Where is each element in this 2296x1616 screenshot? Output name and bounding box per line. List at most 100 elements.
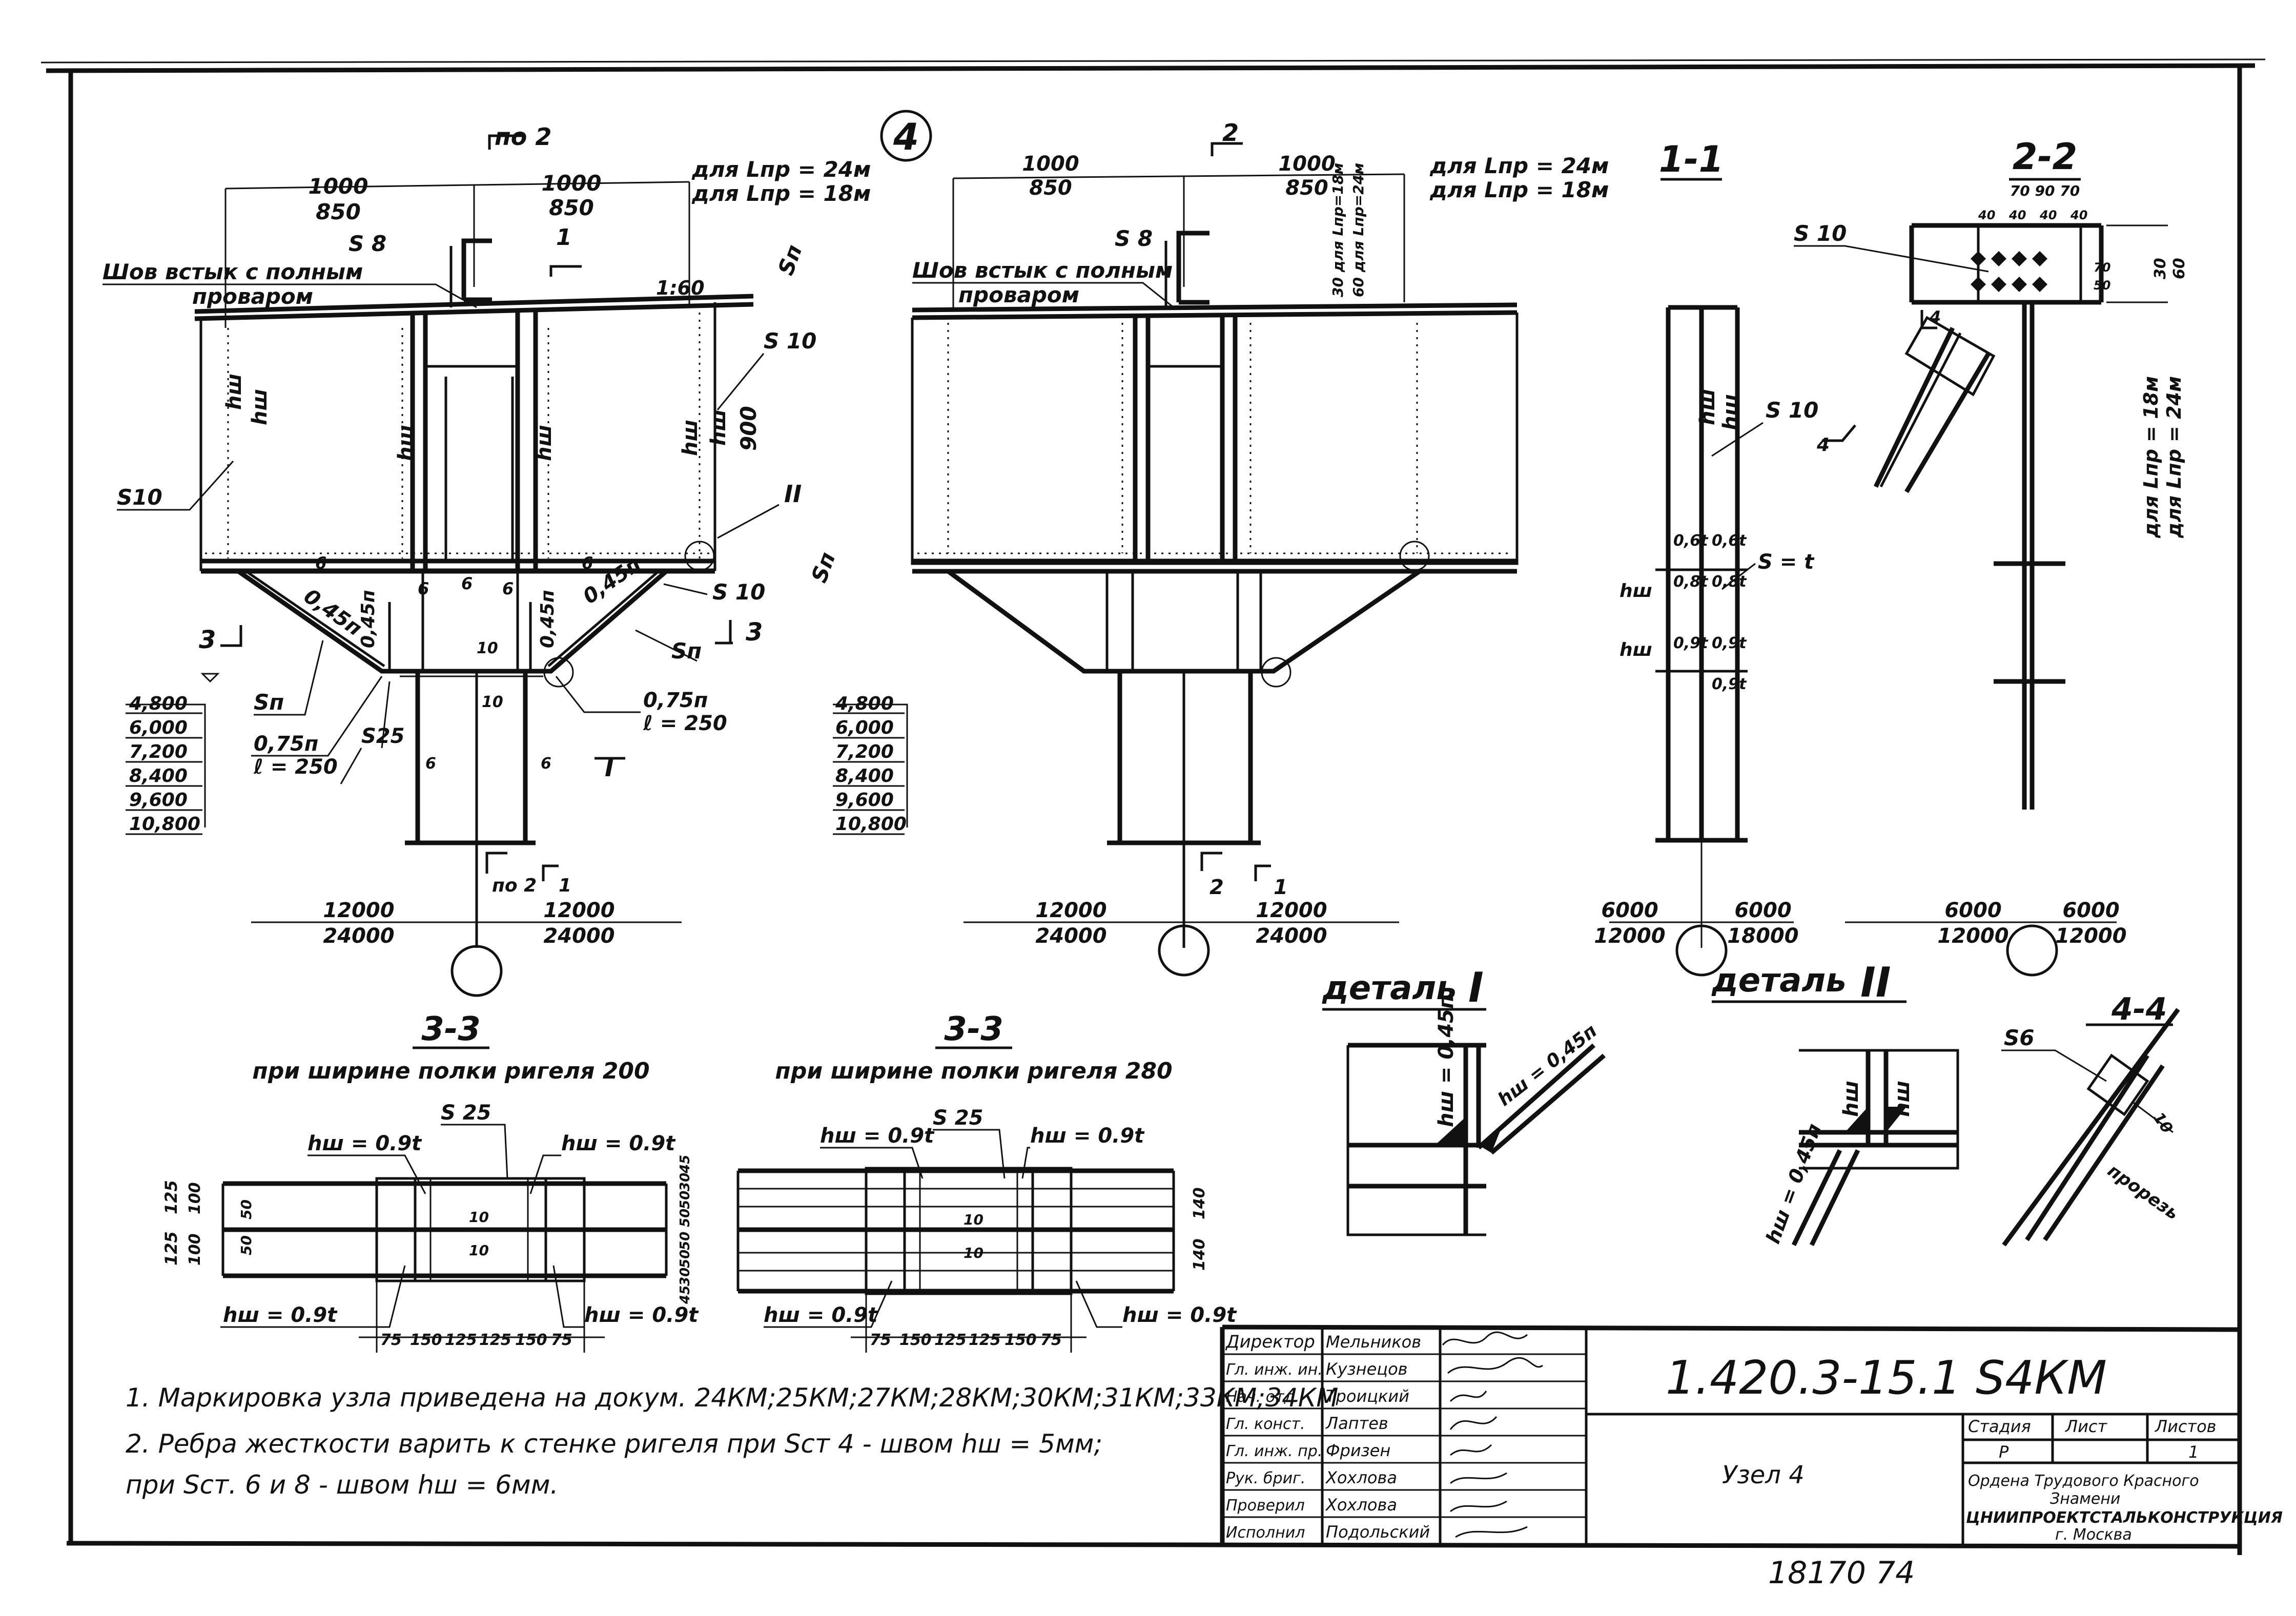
level2-5: 9,600: [835, 790, 894, 811]
sec33b-ldim-6: 50: [678, 1250, 693, 1268]
role-2: Гл. инж. ин.: [1226, 1361, 1323, 1379]
sec33a-ldim-1: 125: [161, 1180, 181, 1214]
col-sheet: Лист: [2065, 1417, 2107, 1436]
sec33a-ldim-3: 100: [186, 1182, 204, 1214]
dim-top-right-1: 1000: [542, 171, 602, 196]
sheets-value: 1: [2188, 1442, 2199, 1462]
sec33a-ten-2: 10: [469, 1242, 489, 1259]
col-sheets: Листов: [2155, 1417, 2217, 1436]
sec33a-hw-bl: hш = 0.9t: [223, 1303, 338, 1327]
sec33b-bdim-2: 150: [899, 1331, 932, 1349]
six-label-2: 6: [418, 579, 429, 598]
small-dim-3: 40: [2039, 208, 2057, 222]
sec33a-ldim-4: 100: [186, 1233, 204, 1266]
cut-4-label-11: 4: [1816, 434, 1830, 455]
sec33b-hw-bl: hш = 0.9t: [764, 1303, 878, 1327]
dim2-top-right-2: 850: [1285, 176, 1328, 200]
bot22-dim-left-1: 6000: [1944, 899, 2001, 922]
signatures: [1442, 1331, 1543, 1538]
bot-dim-right-2: 24000: [543, 924, 614, 948]
bottom2-cut-label: 2: [1210, 876, 1224, 899]
d70-label: 70: [2094, 260, 2110, 275]
sec33b-ldim-5: 50: [678, 1232, 693, 1250]
level-5: 9,600: [129, 790, 188, 811]
name-8: Подольский: [1326, 1522, 1430, 1542]
detail-2: деталь II hш hш hш = 0,45п: [1711, 959, 1959, 1247]
bolt-grid: [1971, 251, 2047, 292]
q08-2: 0,8t: [1712, 573, 1747, 591]
sp-label-right: Sп: [806, 549, 840, 586]
detail-1-num: I: [1468, 964, 1484, 1011]
dim-top-left-1: 1000: [309, 174, 368, 199]
section-3-3-a: 3-3 при ширине полки ригеля 200 S 25 hш …: [161, 1010, 699, 1353]
bottom-cut-label: по 2: [492, 875, 537, 896]
detail-1-hw1: hш = 0,45п: [1434, 995, 1458, 1127]
sec33a-bdim-1: 75: [380, 1331, 402, 1349]
sp-haunch-left: Sп: [254, 690, 284, 715]
note-2: 2. Ребра жесткости варить к стенке ригел…: [126, 1429, 1102, 1459]
sec33b-bdim-1: 75: [870, 1331, 891, 1349]
dims-2-2-top: 70 90 70: [2010, 182, 2080, 199]
sec33b-ldim-3: 50: [678, 1191, 693, 1209]
q09-2: 0,9t: [1712, 634, 1747, 652]
sec33b-hw-br: hш = 0.9t: [1122, 1303, 1237, 1327]
stage-value: Р: [1999, 1442, 2009, 1462]
hw-label-1: hш: [222, 374, 246, 410]
level-4: 8,400: [129, 765, 188, 786]
l250-right: ℓ = 250: [643, 712, 727, 735]
seam-note-1: Шов встык с полным: [102, 259, 363, 284]
bottom2-cut-1-label: 1: [1274, 876, 1288, 899]
q06-2: 0,6t: [1712, 532, 1747, 550]
bot11-dim-right-1: 6000: [1734, 899, 1791, 922]
cut-3-left: 3: [199, 626, 216, 654]
hw11-1: hш: [1696, 389, 1719, 425]
slot-label: прорезь: [2104, 1161, 2183, 1224]
level-6: 10,800: [129, 814, 200, 835]
role-3: Нач. отд.: [1226, 1388, 1300, 1406]
dim-top-left-2: 850: [316, 199, 361, 224]
six-label-7: 6: [541, 755, 551, 773]
role-4: Гл. конст.: [1226, 1415, 1305, 1433]
level2-4: 8,400: [835, 765, 894, 786]
sec33b-ldim-2: 30: [678, 1173, 693, 1191]
level2-3: 7,200: [835, 741, 894, 762]
sp-label-top: Sп: [773, 241, 807, 278]
bot11-dim-right-2: 18000: [1727, 924, 1798, 948]
q06-1: 0,6t: [1673, 532, 1709, 550]
bottom-cut-1-label: 1: [559, 875, 571, 896]
small-dim-2: 40: [2008, 208, 2026, 222]
hw-label-5: hш: [679, 420, 702, 456]
level2-6: 10,800: [835, 814, 907, 835]
side-note-2: для Lпр = 24м: [2163, 376, 2185, 538]
section-4-4-title: 4-4: [2111, 991, 2167, 1027]
title-block: Директор Гл. инж. ин. Нач. отд. Гл. конс…: [1220, 1324, 2283, 1545]
s10-haunch: S 10: [712, 579, 765, 605]
d10-label: 10: [2149, 1109, 2176, 1137]
bot2-dim-right-2: 24000: [1256, 924, 1327, 948]
s6-label: S6: [2004, 1025, 2034, 1050]
range2-note-2: для Lпр = 18м: [1429, 177, 1609, 202]
level2-2: 6,000: [835, 717, 894, 738]
six-label-6: 6: [425, 755, 436, 773]
note-3: при Sст. 6 и 8 - швом hш = 6мм.: [126, 1470, 558, 1500]
seam-note-2: проваром: [192, 284, 313, 309]
name-6: Хохлова: [1325, 1468, 1397, 1487]
l250-left: ℓ = 250: [253, 755, 338, 779]
detail-1-title: деталь: [1322, 969, 1457, 1007]
sec33b-bdim-4: 125: [969, 1331, 1001, 1349]
sec33a-title: 3-3: [421, 1010, 481, 1048]
bot22-dim-right-2: 12000: [2055, 924, 2126, 948]
cut-3-right: 3: [746, 618, 763, 647]
sec33b-rdim-1: 140: [1191, 1187, 1208, 1219]
section-4-4: 4-4 S6 10 прорезь: [2001, 991, 2183, 1247]
role-7: Проверил: [1226, 1497, 1305, 1515]
org-line-3: ЦНИИПРОЕКТСТАЛЬКОНСТРУКЦИЯ: [1966, 1509, 2283, 1527]
org-line-2: Знамени: [2050, 1490, 2120, 1508]
section-1-1-title: 1-1: [1659, 138, 1724, 180]
detail-1: деталь I hш = 0,45п hш = 0,45п: [1322, 964, 1606, 1236]
d50-label: 50: [2094, 278, 2110, 293]
sec33b-bdim-6: 75: [1040, 1331, 1062, 1349]
six-label-3: 6: [461, 574, 473, 593]
s10-22: S 10: [1794, 221, 1847, 246]
q045-label-1: 0,45п: [299, 585, 366, 641]
